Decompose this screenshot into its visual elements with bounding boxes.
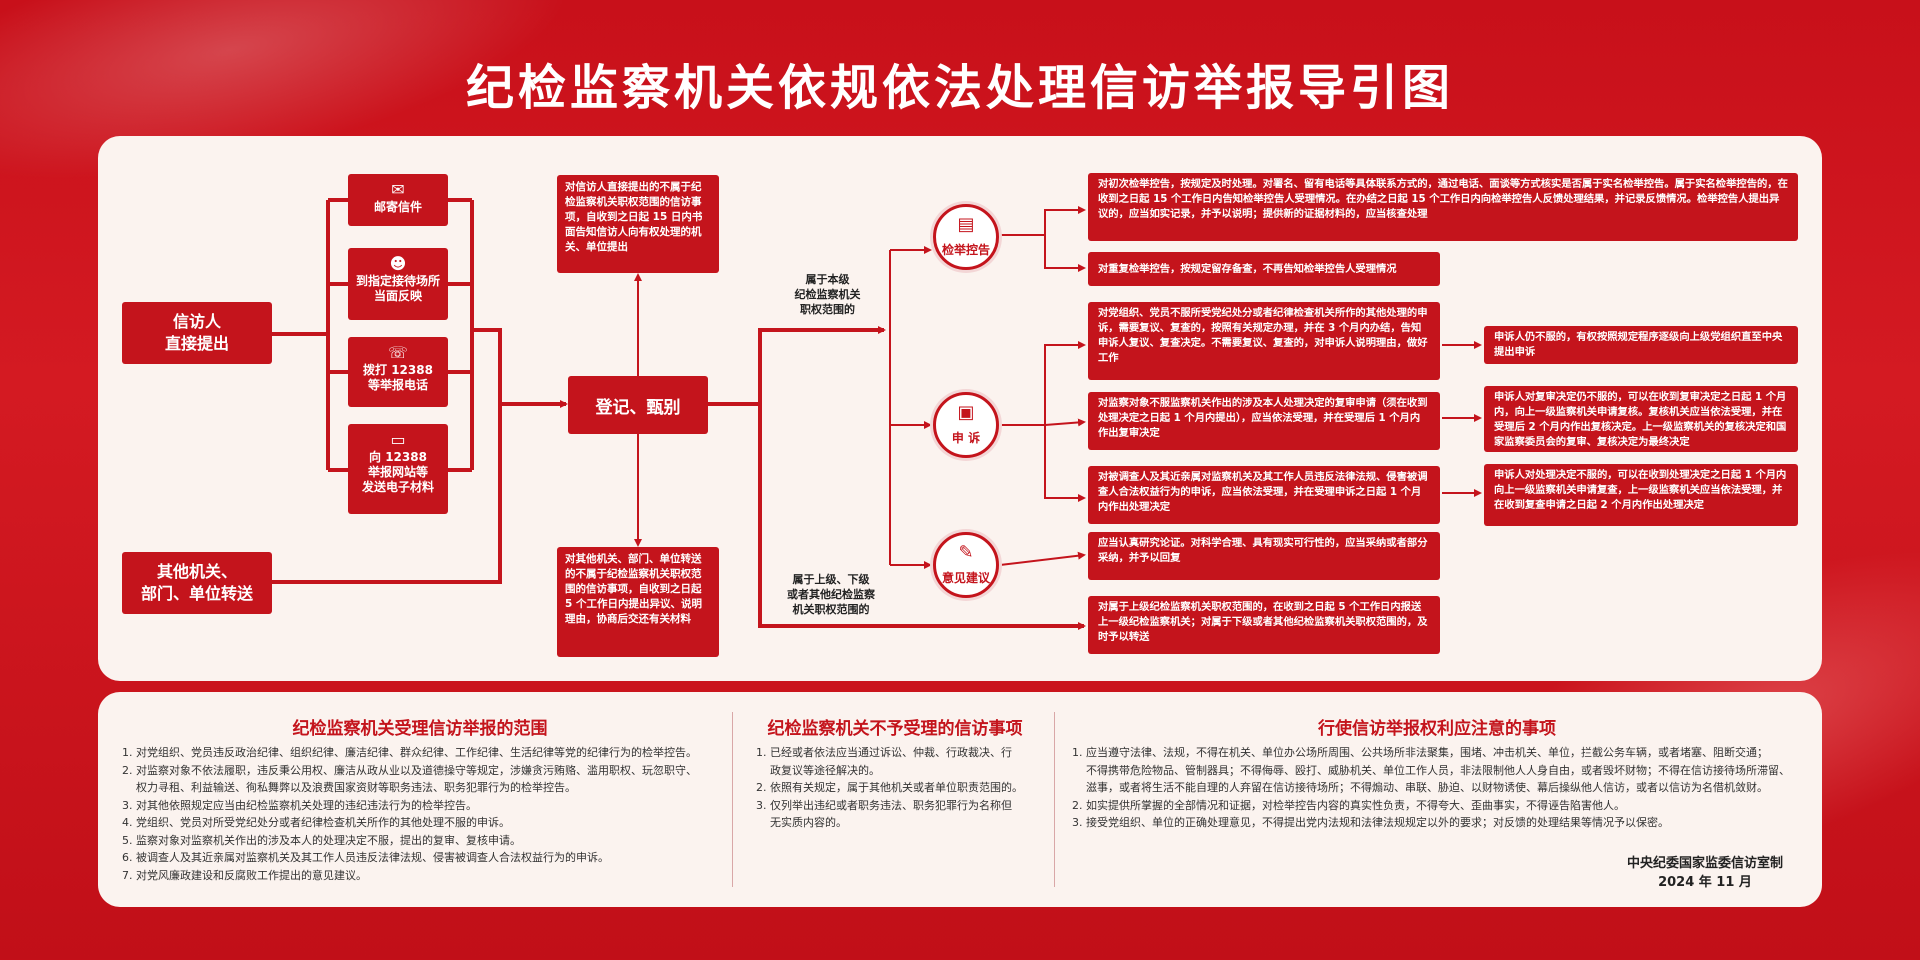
result-appeal-investigated-followup: 申诉人对处理决定不服的，可以在收到处理决定之日起 1 个月内向上一级监察机关申请… bbox=[1484, 464, 1798, 526]
channel-mail: ✉ 邮寄信件 bbox=[348, 174, 448, 226]
list-item: 7. 对党风廉政建设和反腐败工作提出的意见建议。 bbox=[122, 868, 367, 882]
precautions-title: 行使信访举报权利应注意的事项 bbox=[1318, 719, 1556, 739]
page-title: 纪检监察机关依规依法处理信访举报导引图 bbox=[465, 60, 1454, 116]
issuer-signature: 中央纪委国家监委信访室制 2024 年 11 月 bbox=[1600, 854, 1810, 892]
report-icon: ▤ bbox=[957, 214, 975, 235]
mail-icon: ✉ bbox=[391, 180, 405, 199]
result-appeal-investigated: 对被调查人及其近亲属对监察机关及其工作人员违反法律法规、侵害被调查人合法权益行为… bbox=[1088, 466, 1440, 524]
list-item: 6. 被调查人及其近亲属对监察机关及其工作人员违反法律法规、侵害被调查人合法权益… bbox=[122, 851, 609, 864]
branch-label-own-scope: 属于本级 纪检监察机关 职权范围的 bbox=[794, 273, 861, 316]
list-item: 1. 应当遵守法律、法规，不得在机关、单位办公场所周围、公共场所非法聚集，围堵、… bbox=[1072, 746, 1768, 759]
list-item: 1. 已经或者依法应当通过诉讼、仲裁、行政裁决、行 bbox=[756, 746, 1012, 759]
result-appeal-supervision: 对监察对象不服监察机关作出的涉及本人处理决定的复审申请（须在收到处理决定之日起 … bbox=[1088, 392, 1440, 450]
list-item: 1. 对党组织、党员违反政治纪律、组织纪律、廉洁纪律、群众纪律、工作纪律、生活纪… bbox=[122, 746, 697, 759]
suggestion-icon: ✎ bbox=[958, 542, 974, 563]
result-report-initial: 对初次检举控告，按规定及时处理。对署名、留有电话等具体联系方式的，通过电话、面谈… bbox=[1088, 173, 1798, 241]
not-accepted-title: 纪检监察机关不予受理的信访事项 bbox=[767, 719, 1023, 739]
result-transfer: 对属于上级纪检监察机关职权范围的，在收到之日起 5 个工作日内报送上一级纪检监察… bbox=[1088, 596, 1440, 654]
list-item: 2. 如实提供所掌握的全部情况和证据，对检举控告内容的真实性负责，不得夸大、歪曲… bbox=[1072, 798, 1625, 812]
list-item: 3. 接受党组织、单位的正确处理意见，不得提出党内法规和法律法规规定以外的要求；… bbox=[1072, 816, 1669, 829]
list-item: 2. 对监察对象不依法履职，违反秉公用权、廉洁从政从业以及道德操守等规定，涉嫌贪… bbox=[122, 763, 697, 777]
source-other-agencies: 其他机关、 部门、单位转送 bbox=[122, 552, 272, 614]
category-label: 申 诉 bbox=[951, 431, 981, 445]
list-item: 无实质内容的。 bbox=[756, 816, 847, 829]
branch-label-other-scope: 属于上级、下级 或者其他纪检监察 机关职权范围的 bbox=[787, 573, 875, 616]
source-petitioner: 信访人 直接提出 bbox=[122, 302, 272, 364]
computer-icon: ▭ bbox=[390, 430, 406, 449]
list-item: 滋事，或者将生活不能自理的人弃留在信访接待场所；不得煽动、串联、胁迫、以财物诱使… bbox=[1072, 781, 1768, 794]
category-label: 检举控告 bbox=[941, 243, 990, 257]
result-report-repeat: 对重复检举控告，按规定留存备查，不再告知检举控告人受理情况 bbox=[1088, 252, 1440, 286]
category-label: 意见建议 bbox=[941, 571, 990, 585]
issuer-name: 中央纪委国家监委信访室制 bbox=[1626, 856, 1783, 871]
channel-visit: ☻ 到指定接待场所 当面反映 bbox=[348, 248, 448, 320]
note-not-in-scope-transfer: 对其他机关、部门、单位转送的不属于纪检监察机关职权范围的信访事项，自收到之日起 … bbox=[557, 547, 719, 657]
visitor-icon: ☻ bbox=[389, 254, 407, 273]
precautions-list: 1. 应当遵守法律、法规，不得在机关、单位办公场所周围、公共场所非法聚集，围堵、… bbox=[1072, 744, 1812, 832]
scope-list: 1. 对党组织、党员违反政治纪律、组织纪律、廉洁纪律、群众纪律、工作纪律、生活纪… bbox=[122, 744, 732, 884]
appeal-icon: ▣ bbox=[957, 402, 975, 423]
channel-phone: ☏ 拨打 12388 等举报电话 bbox=[348, 337, 448, 407]
result-appeal-party-followup: 申诉人仍不服的，有权按照规定程序逐级向上级党组织直至中央提出申诉 bbox=[1484, 326, 1798, 364]
list-item: 不得携带危险物品、管制器具；不得侮辱、殴打、威胁机关、单位工作人员，非法限制他人… bbox=[1072, 763, 1790, 777]
list-item: 政复议等途径解决的。 bbox=[756, 763, 880, 777]
phone-icon: ☏ bbox=[387, 343, 408, 362]
channel-label: 到指定接待场所 当面反映 bbox=[355, 274, 440, 303]
list-item: 3. 对其他依照规定应当由纪检监察机关处理的违纪违法行为的检举控告。 bbox=[122, 798, 477, 812]
result-appeal-party: 对党组织、党员不服所受党纪处分或者纪律检查机关所作的其他处理的申诉，需要复议、复… bbox=[1088, 302, 1440, 380]
column-divider bbox=[1054, 712, 1055, 887]
column-divider bbox=[732, 712, 733, 887]
result-suggestion: 应当认真研究论证。对科学合理、具有现实可行性的，应当采纳或者部分采纳，并予以回复 bbox=[1088, 532, 1440, 580]
channel-label: 拨打 12388 等举报电话 bbox=[363, 363, 433, 392]
list-item: 2. 依照有关规定，属于其他机关或者单位职责范围的。 bbox=[756, 781, 1023, 794]
not-accepted-list: 1. 已经或者依法应当通过诉讼、仲裁、行政裁决、行 政复议等途径解决的。 2. … bbox=[756, 744, 1046, 832]
issue-date: 2024 年 11 月 bbox=[1658, 875, 1752, 890]
note-not-in-scope-direct: 对信访人直接提出的不属于纪检监察机关职权范围的信访事项，自收到之日起 15 日内… bbox=[557, 175, 719, 273]
channel-website: ▭ 向 12388 举报网站等 发送电子材料 bbox=[348, 424, 448, 514]
register-screen-box: 登记、甄别 bbox=[568, 376, 708, 434]
list-item: 5. 监察对象对监察机关作出的涉及本人的处理决定不服，提出的复审、复核申请。 bbox=[122, 833, 521, 847]
category-report: ▤ 检举控告 bbox=[933, 204, 999, 270]
scope-title: 纪检监察机关受理信访举报的范围 bbox=[292, 719, 548, 739]
source-other-agencies-label: 其他机关、 部门、单位转送 bbox=[140, 562, 253, 603]
list-item: 权力寻租、利益输送、徇私舞弊以及浪费国家资财等职务违法、职务犯罪行为的检举控告。 bbox=[122, 781, 576, 794]
category-appeal: ▣ 申 诉 bbox=[933, 392, 999, 458]
source-petitioner-label: 信访人 直接提出 bbox=[164, 312, 229, 353]
info-panel bbox=[98, 692, 1822, 907]
channel-label: 向 12388 举报网站等 发送电子材料 bbox=[361, 450, 434, 494]
list-item: 4. 党组织、党员对所受党纪处分或者纪律检查机关所作的其他处理不服的申诉。 bbox=[122, 816, 510, 829]
list-item: 3. 仅列举出违纪或者职务违法、职务犯罪行为名称但 bbox=[756, 798, 1012, 812]
category-suggestion: ✎ 意见建议 bbox=[933, 532, 999, 598]
channel-label: 邮寄信件 bbox=[373, 200, 422, 214]
result-appeal-supervision-followup: 申诉人对复审决定仍不服的，可以在收到复审决定之日起 1 个月内，向上一级监察机关… bbox=[1484, 386, 1798, 452]
